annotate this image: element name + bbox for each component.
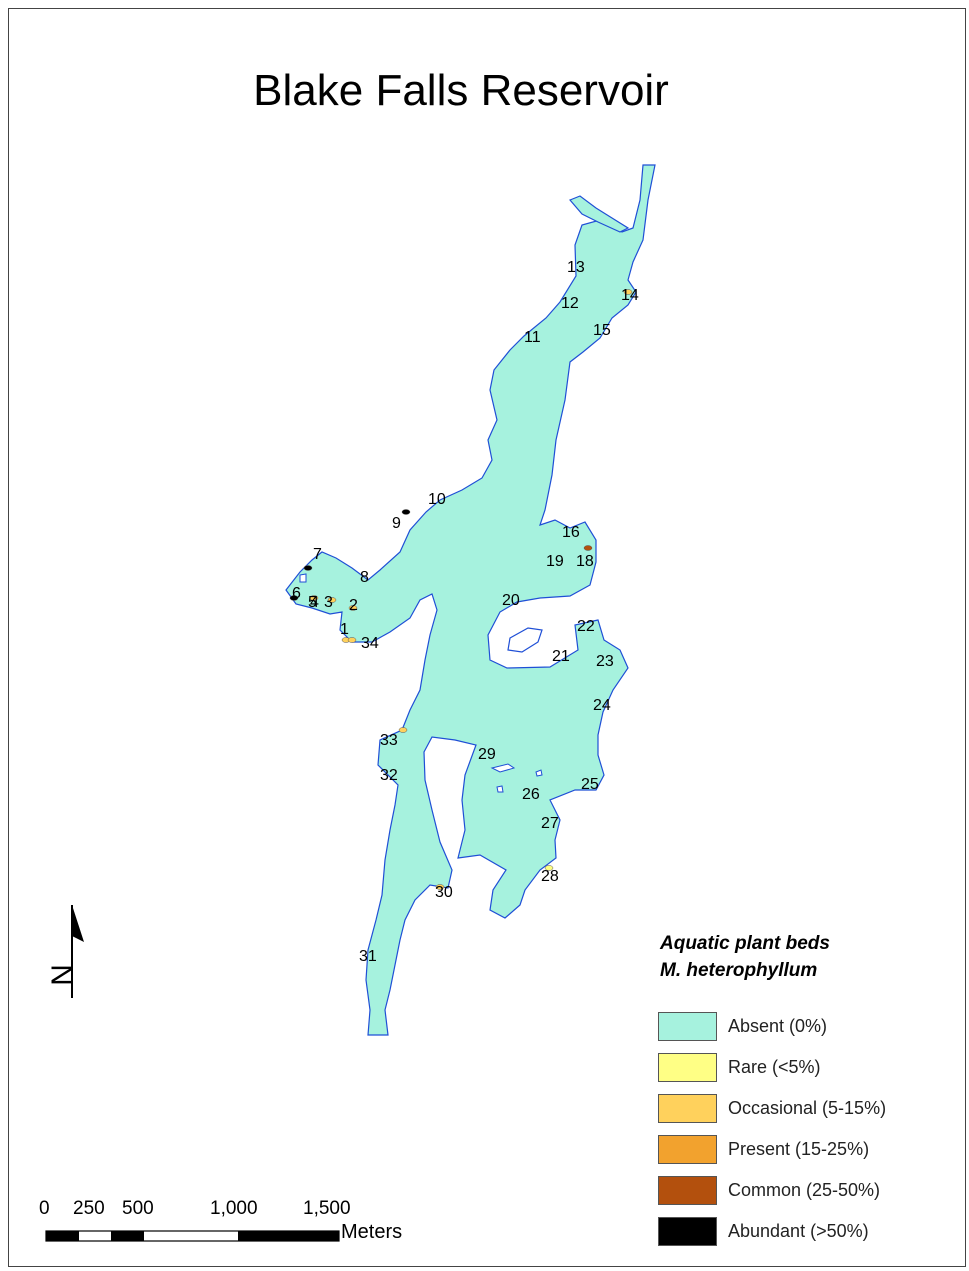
scale-tick-label: 0 (39, 1198, 50, 1219)
legend-swatch (658, 1094, 717, 1123)
site-label-25: 25 (581, 776, 599, 793)
plant-bed-18 (583, 545, 593, 551)
island-small-west (299, 573, 307, 583)
site-label-26: 26 (522, 786, 540, 803)
site-label-10: 10 (428, 491, 446, 508)
island-east (507, 627, 543, 653)
site-label-19: 19 (546, 553, 564, 570)
scale-tick-label: 250 (73, 1198, 105, 1219)
site-label-5: 5 (308, 594, 317, 611)
north-arrow-icon: N (46, 905, 84, 998)
site-label-14: 14 (621, 287, 639, 304)
site-label-1: 1 (340, 621, 349, 638)
site-label-23: 23 (596, 653, 614, 670)
site-label-21: 21 (552, 648, 570, 665)
island-small-25 (535, 769, 543, 777)
site-label-34: 34 (361, 635, 379, 652)
plant-bed-5 (309, 595, 319, 601)
plant-bed-6 (289, 595, 299, 601)
legend-label: Present (15-25%) (728, 1139, 870, 1159)
site-label-8: 8 (360, 569, 369, 586)
legend-swatch (658, 1135, 717, 1164)
plant-bed-28 (544, 865, 554, 871)
site-label-18: 18 (576, 553, 594, 570)
scale-bar (45, 1230, 340, 1242)
legend-swatch (658, 1012, 717, 1041)
legend-swatch (658, 1053, 717, 1082)
site-label-27: 27 (541, 815, 559, 832)
plant-bed-3 (327, 597, 337, 603)
site-labels: 1234567891011121314151618192021222324252… (292, 259, 639, 965)
site-label-6: 6 (292, 585, 301, 602)
north-arrow-letter: N (46, 964, 79, 986)
site-label-7: 7 (313, 546, 322, 563)
plant-bed-2 (348, 605, 358, 611)
legend-label: Rare (<5%) (728, 1057, 821, 1077)
plant-bed-30 (435, 884, 445, 890)
island-small-29 (490, 763, 516, 773)
site-label-31: 31 (359, 948, 377, 965)
plant-bed-14 (623, 289, 633, 295)
legend-item-absent: Absent (0%) (650, 1012, 950, 1053)
legend-label: Occasional (5-15%) (728, 1098, 887, 1118)
scale-tick-label: 1,000 (210, 1198, 258, 1219)
plant-bed-markers (289, 289, 633, 890)
legend: Aquatic plant beds M. heterophyllum Abse… (650, 930, 950, 1258)
scale-tick-label: 1,500 (303, 1198, 351, 1219)
legend-swatch (658, 1217, 717, 1246)
site-label-15: 15 (593, 322, 611, 339)
site-label-16: 16 (562, 524, 580, 541)
legend-label: Common (25-50%) (728, 1180, 881, 1200)
site-label-3: 3 (324, 594, 333, 611)
legend-swatch (658, 1176, 717, 1205)
site-label-2: 2 (349, 597, 358, 614)
site-label-11: 11 (524, 329, 541, 346)
plant-bed-9 (401, 509, 411, 515)
site-label-30: 30 (435, 884, 453, 901)
plant-bed-34 (347, 637, 357, 643)
legend-title-line1: Aquatic plant beds (660, 933, 830, 954)
scale-tick-label: 500 (122, 1198, 154, 1219)
site-label-9: 9 (392, 515, 401, 532)
site-label-13: 13 (567, 259, 585, 276)
site-label-33: 33 (380, 732, 398, 749)
island-small-26 (496, 785, 504, 793)
map-title: Blake Falls Reservoir (253, 66, 669, 115)
plant-bed-7 (303, 565, 313, 571)
legend-item-common: Common (25-50%) (650, 1176, 950, 1217)
legend-title: Aquatic plant beds M. heterophyllum (660, 930, 950, 984)
legend-items: Absent (0%) Rare (<5%) Occasional (5-15%… (650, 1012, 950, 1258)
site-label-22: 22 (577, 618, 595, 635)
legend-item-rare: Rare (<5%) (650, 1053, 950, 1094)
site-label-28: 28 (541, 868, 559, 885)
legend-item-abundant: Abundant (>50%) (650, 1217, 950, 1258)
legend-label: Abundant (>50%) (728, 1221, 869, 1241)
scale-bar-unit: Meters (341, 1221, 403, 1243)
site-label-29: 29 (478, 746, 496, 763)
site-label-24: 24 (593, 697, 611, 714)
reservoir-water-body (285, 164, 656, 1036)
reservoir-north-inlet (568, 195, 630, 233)
legend-label: Absent (0%) (728, 1016, 828, 1036)
legend-item-occasional: Occasional (5-15%) (650, 1094, 950, 1135)
site-label-4: 4 (310, 594, 319, 611)
plant-bed-33 (398, 727, 408, 733)
legend-item-present: Present (15-25%) (650, 1135, 950, 1176)
legend-title-line2: M. heterophyllum (660, 960, 818, 981)
site-label-12: 12 (561, 295, 579, 312)
site-label-32: 32 (380, 767, 398, 784)
site-label-20: 20 (502, 592, 520, 609)
